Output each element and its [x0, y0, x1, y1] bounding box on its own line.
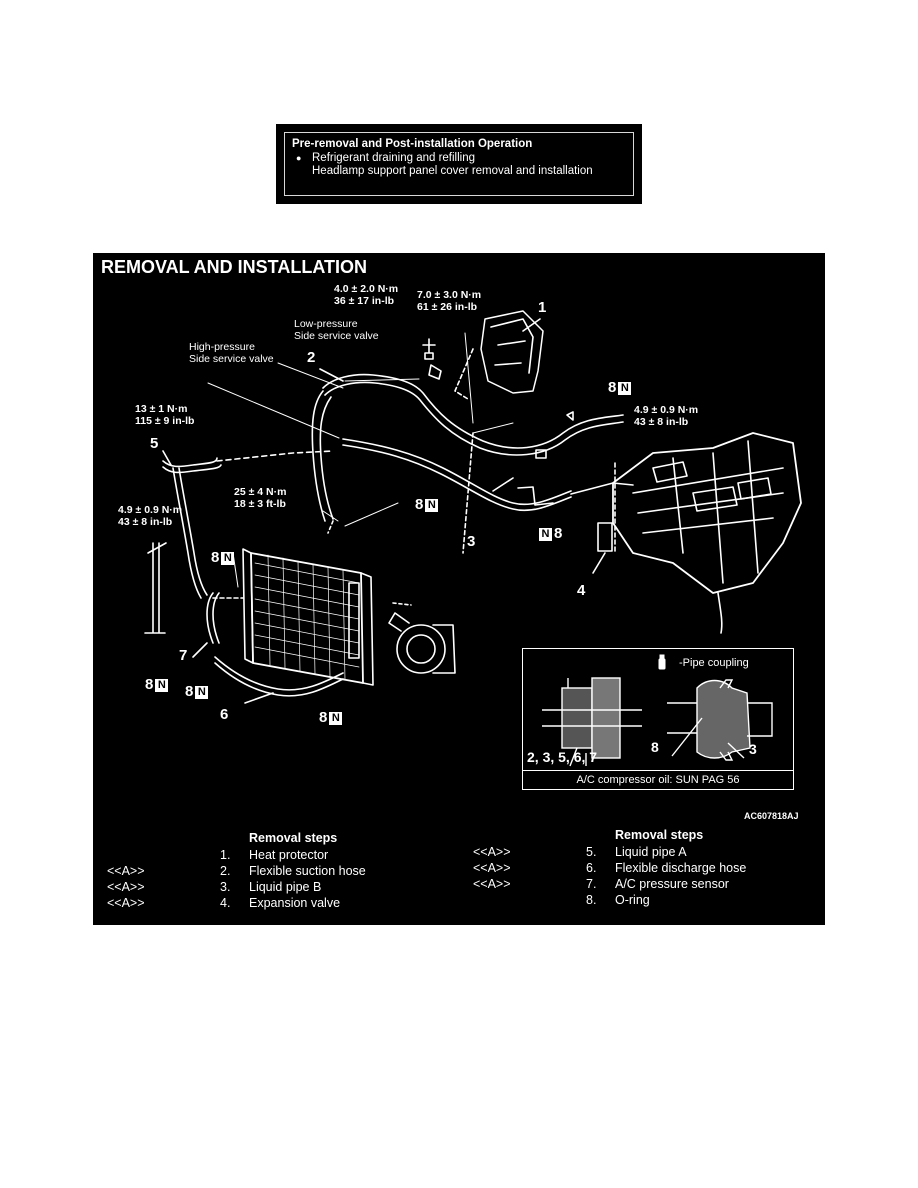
n-symbol-icon: N [221, 552, 235, 565]
pre-removal-line-2: Headlamp support panel cover removal and… [312, 165, 593, 177]
component-illustration [144, 310, 802, 767]
figure-code: AC607818AJ [744, 811, 799, 821]
n-symbol-icon: N [329, 712, 343, 725]
diagram-title: REMOVAL AND INSTALLATION [101, 257, 367, 277]
n-symbol-icon: N [425, 499, 439, 512]
pipe-coupling-inset: -Pipe coupling 2, 3, 5, 6, 7 8 3 A/C com… [522, 648, 794, 790]
callout-2: 2 [307, 349, 316, 366]
step-tag: <<A>> [473, 845, 511, 859]
inset-label-8: 8 [651, 739, 659, 755]
step-tag: <<A>> [107, 864, 145, 878]
step-text: Liquid pipe B [249, 880, 322, 894]
step-text: O-ring [615, 893, 650, 907]
step-number: 8. [586, 893, 597, 907]
bullet-icon: ● [296, 153, 302, 163]
n-symbol-icon: N [539, 528, 552, 541]
step-text: Heat protector [249, 848, 329, 862]
callout-3: 3 [467, 533, 476, 550]
step-text: Expansion valve [249, 896, 341, 910]
callout-1: 1 [538, 299, 547, 316]
inset-label-3: 3 [749, 741, 757, 757]
step-number: 2. [220, 864, 231, 878]
n-symbol-icon: N [618, 382, 632, 395]
pre-removal-title: Pre-removal and Post-installation Operat… [292, 138, 533, 150]
n-symbol-icon: N [195, 686, 209, 699]
step-text: Flexible suction hose [249, 864, 366, 878]
callout-4: 4 [577, 582, 586, 599]
step-number: 6. [586, 861, 597, 875]
callout-7: 7 [179, 647, 188, 664]
step-tag: <<A>> [473, 877, 511, 891]
pre-removal-box: Pre-removal and Post-installation Operat… [276, 124, 642, 204]
pre-removal-box-border [284, 132, 634, 196]
steps-heading-left: Removal steps [249, 831, 338, 845]
step-tag: <<A>> [473, 861, 511, 875]
steps-heading-right: Removal steps [615, 828, 704, 842]
step-number: 4. [220, 896, 231, 910]
pipe-coupling-legend: -Pipe coupling [679, 657, 749, 669]
callout-5: 5 [150, 435, 159, 452]
step-number: 5. [586, 845, 597, 859]
compressor-oil-caption: A/C compressor oil: SUN PAG 56 [523, 770, 793, 789]
n-symbol-icon: N [155, 679, 169, 692]
step-text: Flexible discharge hose [615, 861, 747, 875]
step-text: A/C pressure sensor [615, 877, 729, 891]
step-number: 1. [220, 848, 231, 862]
step-text: Liquid pipe A [615, 845, 687, 859]
step-number: 3. [220, 880, 231, 894]
inset-label-group: 2, 3, 5, 6, 7 [527, 749, 598, 765]
step-tag: <<A>> [107, 880, 145, 894]
callout-6: 6 [220, 706, 229, 723]
step-number: 7. [586, 877, 597, 891]
pre-removal-line-1: Refrigerant draining and refilling [312, 152, 476, 164]
step-tag: <<A>> [107, 896, 145, 910]
